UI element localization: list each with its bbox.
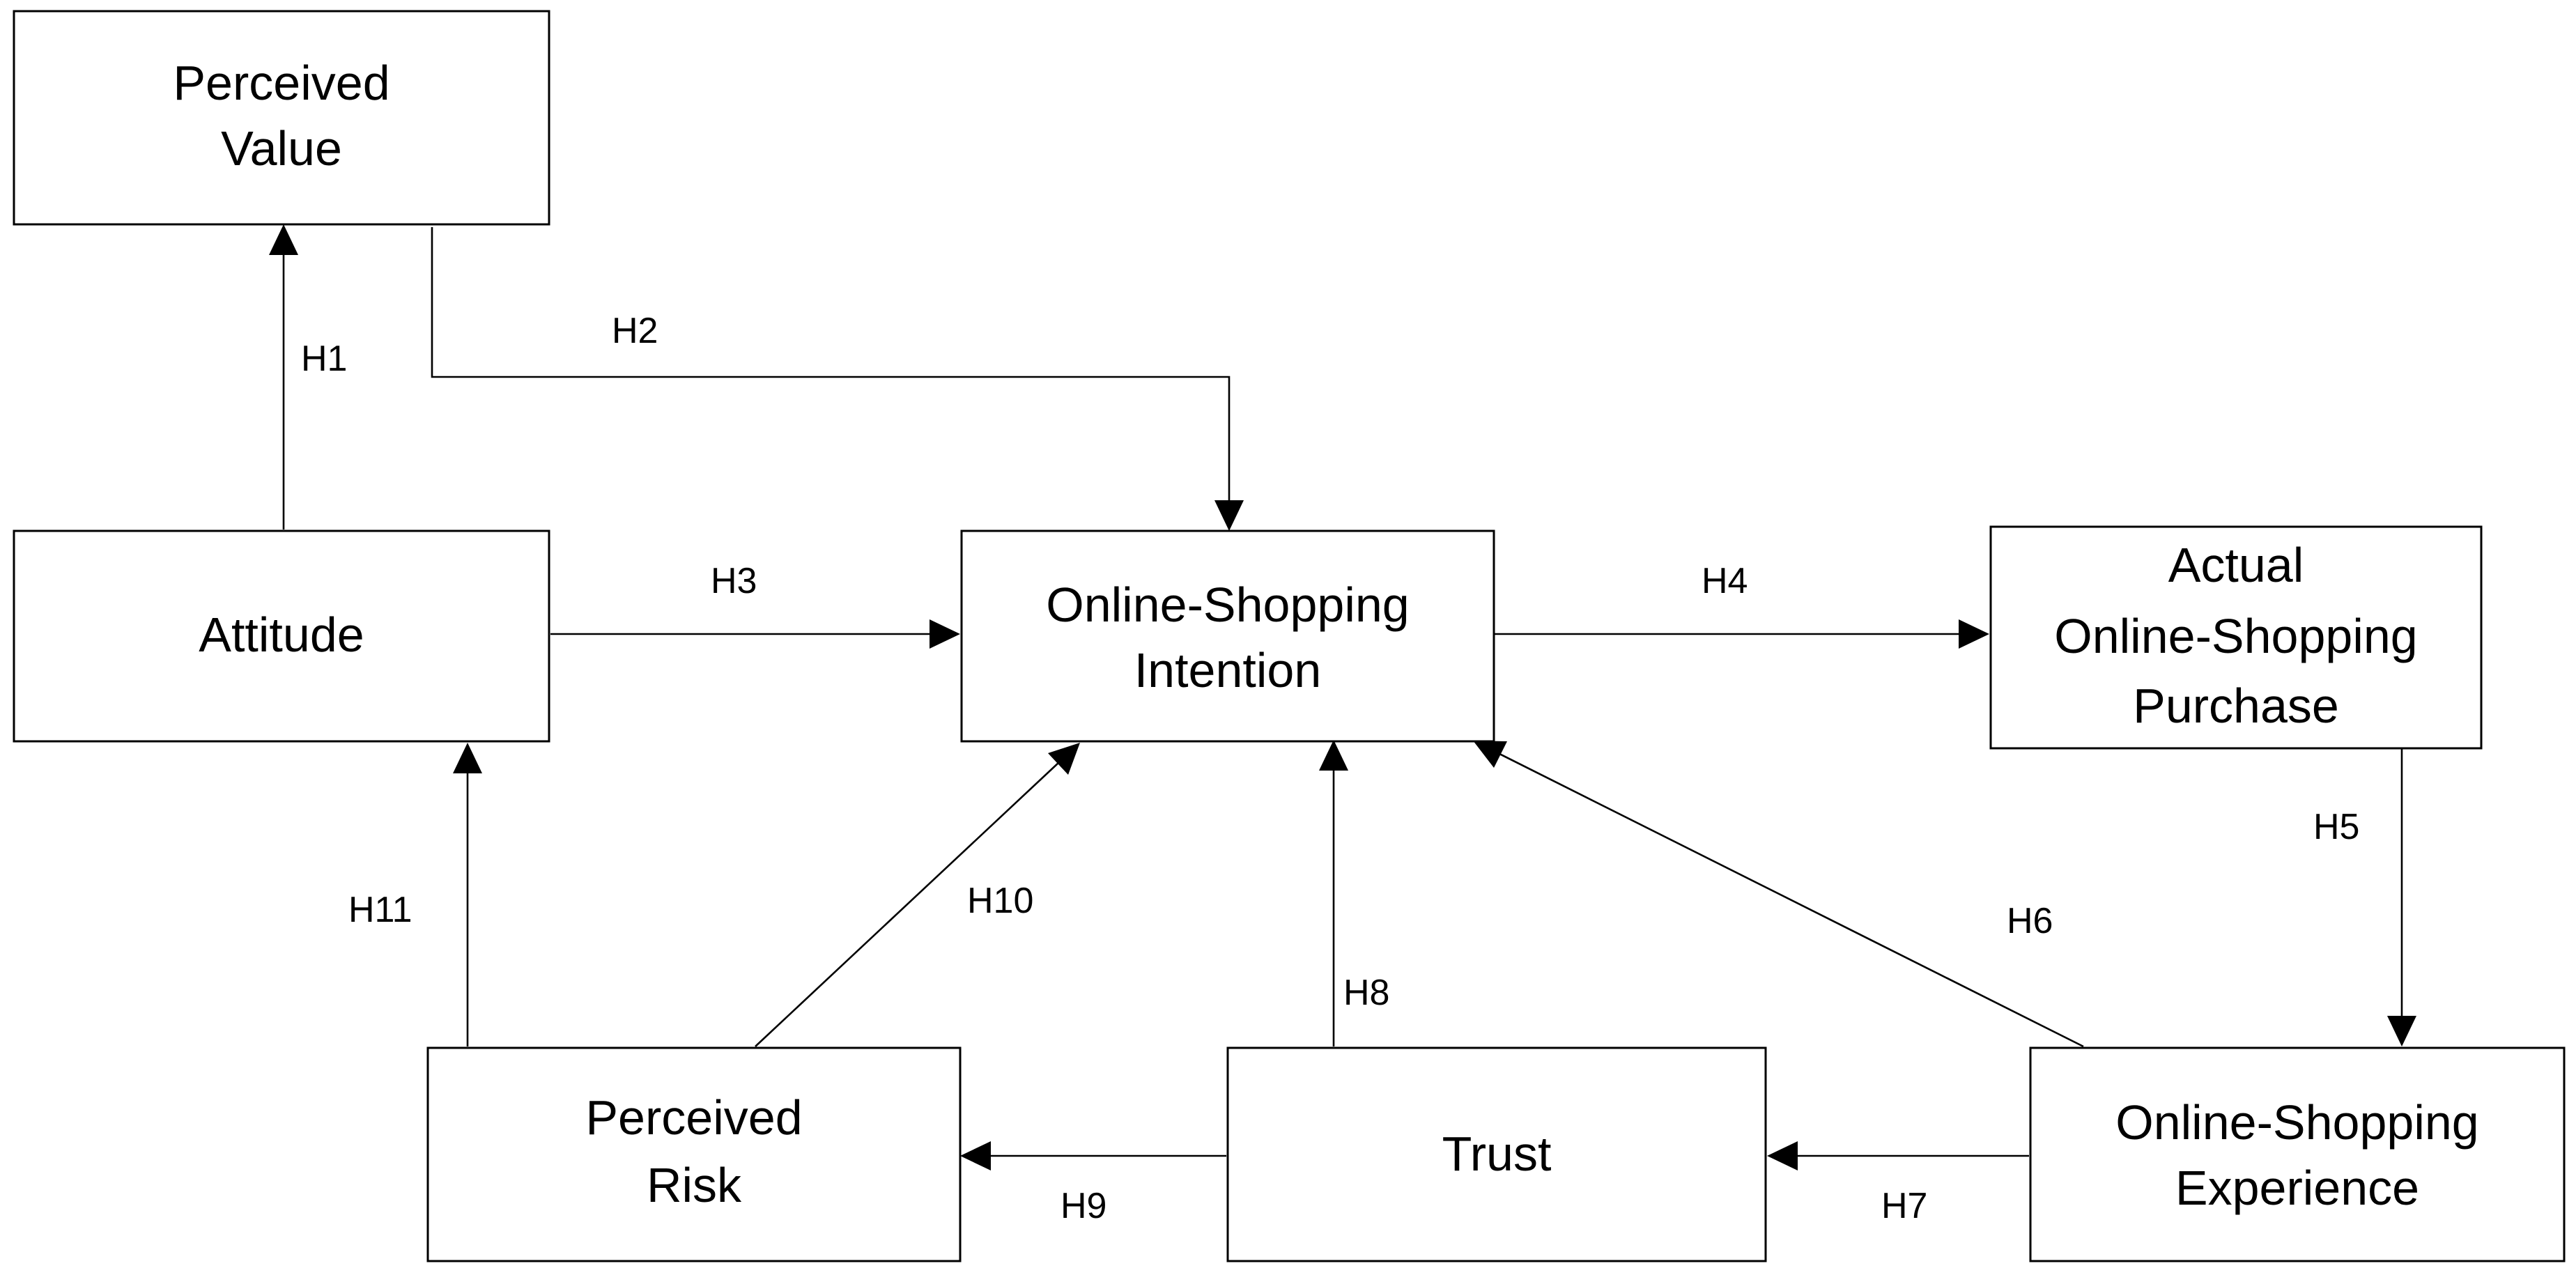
node-experience: Online-Shopping Experience (2029, 1046, 2566, 1262)
edge-h4-arrowhead (1959, 619, 1989, 649)
edge-h5-label: H5 (2313, 807, 2359, 847)
edge-h6-label: H6 (2007, 901, 2053, 941)
node-perceived-risk: Perceived Risk (426, 1046, 962, 1262)
node-intention: Online-Shopping Intention (960, 530, 1495, 743)
edge-h9-label: H9 (1061, 1186, 1106, 1226)
edge-h2-line (431, 227, 1231, 503)
node-perceived-value-box (13, 10, 550, 226)
edge-h11-label: H11 (348, 890, 412, 930)
node-actual-purchase-line-3: Purchase (2133, 679, 2339, 733)
edge-h8-arrowhead (1319, 740, 1348, 771)
node-experience-line-1: Online-Shopping (2115, 1095, 2478, 1150)
edge-h3-arrowhead (930, 619, 960, 649)
node-attitude: Attitude (13, 530, 550, 743)
edge-h11-arrowhead (453, 743, 482, 773)
node-attitude-box (13, 530, 550, 743)
node-trust: Trust (1226, 1046, 1767, 1262)
node-actual-purchase-line-1: Actual (2168, 538, 2304, 592)
edge-h1-arrowhead (269, 224, 298, 255)
node-intention-line-2: Intention (1134, 643, 1322, 697)
edge-h3-label: H3 (711, 561, 757, 601)
node-perceived-value: Perceived Value (13, 10, 550, 226)
edge-h2-arrowhead (1214, 500, 1244, 531)
node-experience-box (2029, 1046, 2566, 1262)
node-perceived-risk-line-1: Perceived (585, 1090, 802, 1145)
node-trust-box (1226, 1046, 1767, 1262)
edge-h5-arrowhead (2387, 1016, 2416, 1046)
edge-h6-line (1497, 752, 2084, 1048)
node-experience-line-2: Experience (2175, 1161, 2419, 1215)
node-perceived-risk-box (426, 1046, 962, 1262)
edges (269, 224, 2416, 1170)
edge-h9-arrowhead (960, 1141, 991, 1170)
edge-h4-label: H4 (1702, 561, 1748, 601)
node-attitude-line-1: Attitude (199, 608, 364, 662)
node-perceived-risk-line-2: Risk (647, 1158, 742, 1212)
edge-h10-line (755, 762, 1060, 1047)
edge-h1-label: H1 (301, 339, 347, 379)
edge-h8-label: H8 (1343, 973, 1389, 1013)
node-intention-box (960, 530, 1495, 743)
node-intention-line-1: Online-Shopping (1046, 578, 1409, 632)
nodes: Perceived Value Attitude Online-Shopping… (13, 10, 2566, 1262)
node-perceived-value-line-2: Value (221, 121, 342, 176)
node-actual-purchase-box (1989, 525, 2483, 750)
edge-h7-label: H7 (1881, 1186, 1927, 1226)
edge-h10-label: H10 (967, 881, 1033, 921)
node-perceived-value-line-1: Perceived (173, 56, 390, 110)
edge-h2-label: H2 (612, 311, 658, 351)
edge-h10-arrowhead (1048, 743, 1080, 775)
node-actual-purchase-line-2: Online-Shopping (2054, 609, 2417, 663)
edge-h7-arrowhead (1767, 1141, 1798, 1170)
edge-labels: H1 H2 H3 H4 H5 H6 H7 H8 H9 H10 H11 (301, 311, 2359, 1226)
node-actual-purchase: Actual Online-Shopping Purchase (1989, 525, 2483, 750)
edge-h6-arrowhead (1473, 741, 1507, 768)
node-trust-line-1: Trust (1442, 1127, 1552, 1181)
